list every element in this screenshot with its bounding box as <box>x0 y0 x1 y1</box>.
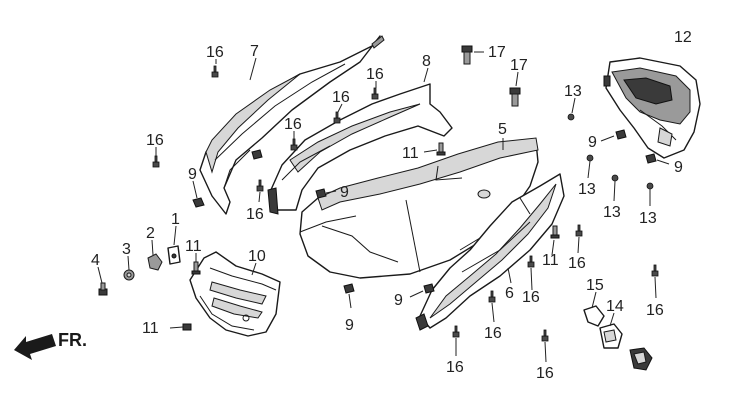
callout-5: 5 <box>498 121 507 138</box>
part-1-plate <box>167 245 181 265</box>
callout-11: 11 <box>402 145 419 162</box>
callout-6: 6 <box>505 285 514 302</box>
callout-11: 11 <box>142 320 159 337</box>
part-8-rail <box>267 83 453 215</box>
callout-13: 13 <box>639 210 657 227</box>
callout-14: 14 <box>606 298 624 315</box>
callout-9: 9 <box>674 159 683 176</box>
callout-16: 16 <box>646 302 664 319</box>
fastener-screws-13 <box>567 113 654 190</box>
fastener-bolts <box>461 45 521 107</box>
callout-13: 13 <box>578 181 596 198</box>
fastener-nuts <box>192 129 657 294</box>
part-12-taillight <box>603 57 701 159</box>
callout-2: 2 <box>146 225 155 242</box>
callout-17: 17 <box>510 57 528 74</box>
callout-13: 13 <box>603 204 621 221</box>
callout-1: 1 <box>171 211 180 228</box>
callout-16: 16 <box>484 325 502 342</box>
callout-16: 16 <box>284 116 302 133</box>
part-4-bolt <box>98 282 108 296</box>
callout-12: 12 <box>674 29 692 46</box>
front-indicator-label: FR. <box>58 330 87 350</box>
callout-4: 4 <box>91 252 100 269</box>
callout-10: 10 <box>248 248 266 265</box>
fastener-screws <box>152 65 659 342</box>
callout-9: 9 <box>188 166 197 183</box>
callout-9: 9 <box>588 134 597 151</box>
callout-17: 17 <box>488 44 506 61</box>
part-14-connector <box>599 323 623 349</box>
callout-9: 9 <box>345 317 354 334</box>
callout-11: 11 <box>185 238 202 255</box>
callout-16: 16 <box>246 206 264 223</box>
part-7-rail <box>199 35 385 215</box>
callout-16: 16 <box>332 89 350 106</box>
part-2-clip <box>147 253 163 271</box>
front-direction-arrow: FR. <box>14 330 87 360</box>
callout-16: 16 <box>522 289 540 306</box>
fastener-clips <box>182 142 560 331</box>
callout-11: 11 <box>542 252 559 269</box>
part-6-lower-cover <box>415 173 565 331</box>
callout-16: 16 <box>146 132 164 149</box>
part-5-body-cover <box>299 137 539 279</box>
part-15-bracket <box>583 305 605 327</box>
leader-lines <box>97 51 670 363</box>
part-14-socket <box>629 347 653 371</box>
callout-3: 3 <box>122 241 131 258</box>
callout-8: 8 <box>422 53 431 70</box>
callout-15: 15 <box>586 277 604 294</box>
callout-labels: 16 7 8 17 17 16 12 16 13 16 5 16 9 11 9 … <box>91 29 692 382</box>
callout-9: 9 <box>340 184 349 201</box>
callout-16: 16 <box>206 44 224 61</box>
part-3-washer <box>123 269 135 281</box>
callout-16: 16 <box>366 66 384 83</box>
callout-7: 7 <box>250 43 259 60</box>
callout-16: 16 <box>568 255 586 272</box>
part-10-grille-panel <box>189 251 281 337</box>
callout-16: 16 <box>446 359 464 376</box>
callout-13: 13 <box>564 83 582 100</box>
callout-9: 9 <box>394 292 403 309</box>
callout-16: 16 <box>536 365 554 382</box>
